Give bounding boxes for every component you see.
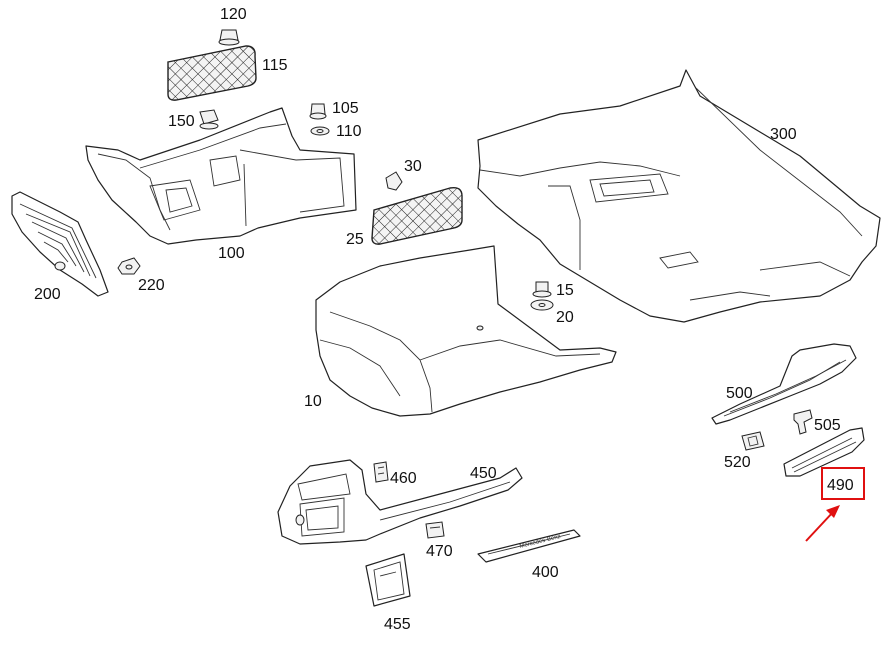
- callout-520: 520: [724, 454, 751, 471]
- callout-220: 220: [138, 277, 165, 294]
- arrow-head-icon: [826, 505, 840, 518]
- part-450-side-trim: [277, 459, 523, 545]
- callout-300: 300: [770, 126, 797, 143]
- callout-505: 505: [814, 417, 841, 434]
- part-105-clip: [309, 103, 327, 120]
- callout-30: 30: [404, 158, 422, 175]
- callout-110: 110: [336, 123, 362, 140]
- callout-15: 15: [556, 282, 574, 299]
- part-200-side-panel: [11, 191, 109, 297]
- highlight-box: [821, 467, 865, 500]
- callout-105: 105: [332, 100, 359, 117]
- callout-115: 115: [262, 57, 288, 74]
- callout-200: 200: [34, 286, 61, 303]
- part-455-cover: [365, 553, 411, 607]
- callout-150: 150: [168, 113, 195, 130]
- part-110-washer: [310, 126, 330, 136]
- highlight-490: 490: [805, 467, 865, 542]
- part-470-clip: [425, 521, 445, 539]
- part-520-bracket: [741, 431, 765, 451]
- part-115-mesh-pad: [167, 45, 257, 101]
- part-220-nut: [117, 257, 141, 275]
- callout-470: 470: [426, 543, 453, 560]
- callout-460: 460: [390, 470, 417, 487]
- callout-25: 25: [346, 231, 364, 248]
- part-460-clip: [373, 461, 389, 483]
- callout-10: 10: [304, 393, 322, 410]
- part-500-trim-panel: [711, 343, 857, 425]
- part-10-trunk-carpet: [315, 245, 617, 417]
- part-20-washer: [530, 299, 554, 311]
- callout-500: 500: [726, 385, 753, 402]
- callout-490: 490: [827, 477, 854, 494]
- part-25-mesh-pad: [371, 186, 463, 245]
- callout-120: 120: [220, 6, 247, 23]
- part-100-rear-floor-carpet: [85, 107, 357, 245]
- callout-400: 400: [532, 564, 559, 581]
- part-490-sill-strip: [783, 427, 865, 477]
- part-15-clip: [532, 281, 552, 298]
- highlight-arrow: [805, 510, 835, 542]
- part-300-main-floor-carpet: [477, 69, 881, 323]
- callout-100: 100: [218, 245, 245, 262]
- part-400-sill-plate: Mercedes-Benz: [477, 529, 581, 563]
- part-120-clip: [218, 29, 240, 46]
- callout-450: 450: [470, 465, 497, 482]
- part-30-clip: [385, 171, 403, 191]
- part-150-clip: [199, 109, 219, 130]
- callout-20: 20: [556, 309, 574, 326]
- part-505-clip: [793, 409, 813, 435]
- callout-455: 455: [384, 616, 411, 633]
